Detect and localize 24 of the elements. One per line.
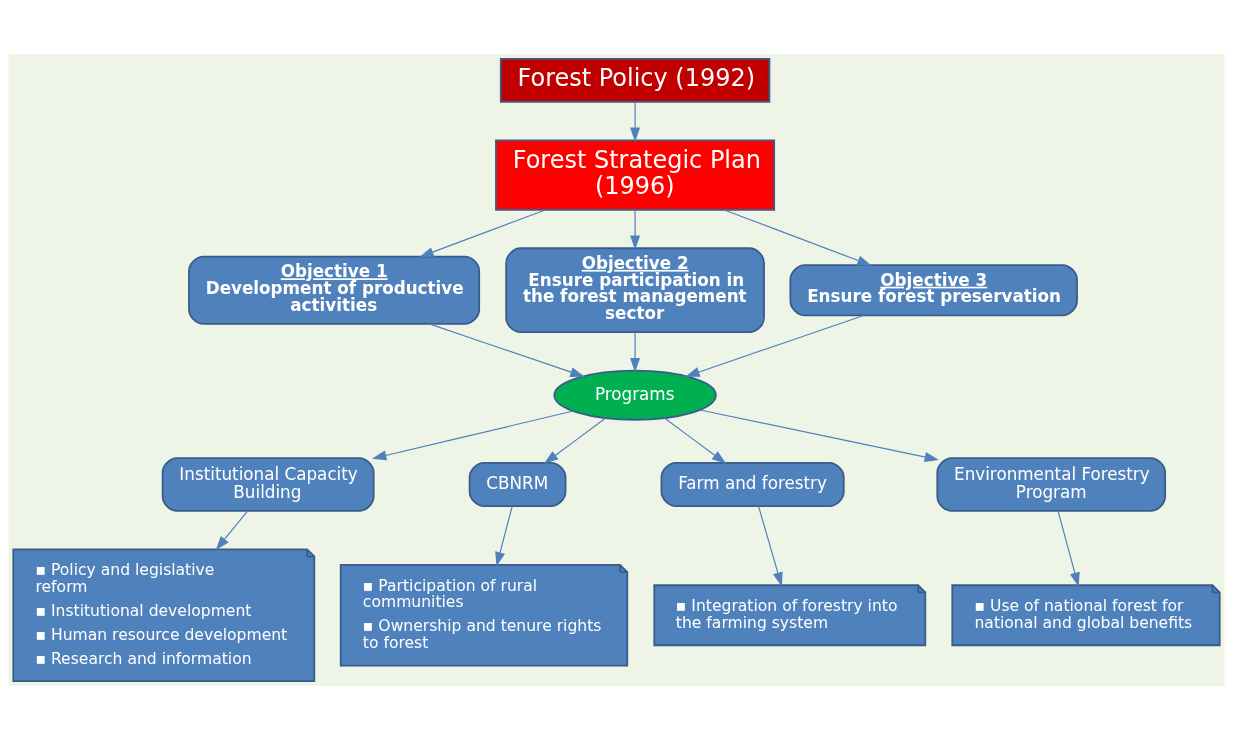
arrow xyxy=(723,209,872,266)
arrow xyxy=(699,409,939,462)
arrow xyxy=(215,510,249,551)
arrow xyxy=(372,410,574,461)
node-box: Forest Strategic Plan (1996) xyxy=(495,139,776,211)
node-box: Environmental Forestry Program xyxy=(936,457,1167,512)
node-box: Objective 3 Ensure forest preservation xyxy=(789,264,1078,317)
node-box: Institutional Capacity Building xyxy=(161,457,375,512)
arrow xyxy=(495,505,513,567)
arrow xyxy=(630,209,641,250)
arrow xyxy=(543,417,607,464)
node-box: Objective 1 Development of productive activities xyxy=(188,255,481,325)
arrow xyxy=(630,331,641,373)
node-box: Forest Policy (1992) xyxy=(499,57,771,103)
arrow xyxy=(419,209,546,258)
arrow xyxy=(428,323,585,377)
arrow xyxy=(630,101,641,142)
arrow xyxy=(663,417,727,464)
arrow xyxy=(685,314,865,377)
arrow xyxy=(758,505,783,587)
node-box: Farm and forestry xyxy=(660,462,845,507)
arrow xyxy=(1057,510,1080,587)
node-box: CBNRM xyxy=(468,462,567,507)
node-box: Objective 2 Ensure participation in the forest management sector xyxy=(505,247,765,334)
